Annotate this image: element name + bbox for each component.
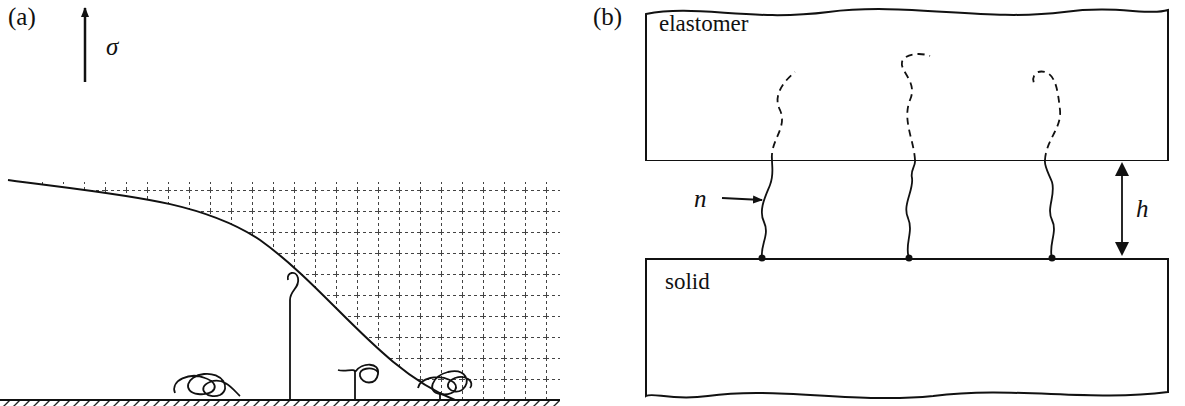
elastomer-block: elastomer — [645, 0, 1169, 161]
chain-label: n — [694, 186, 707, 211]
gap-height: h — [1136, 196, 1149, 221]
solid-substrate: solid — [645, 258, 1169, 406]
stress-symbol: σ — [106, 34, 118, 59]
panel-label: (b) — [593, 4, 622, 29]
block-label: solid — [665, 270, 710, 293]
panel-label: (a) — [8, 4, 36, 29]
block-outline — [645, 258, 1169, 406]
block-label: elastomer — [659, 12, 748, 35]
